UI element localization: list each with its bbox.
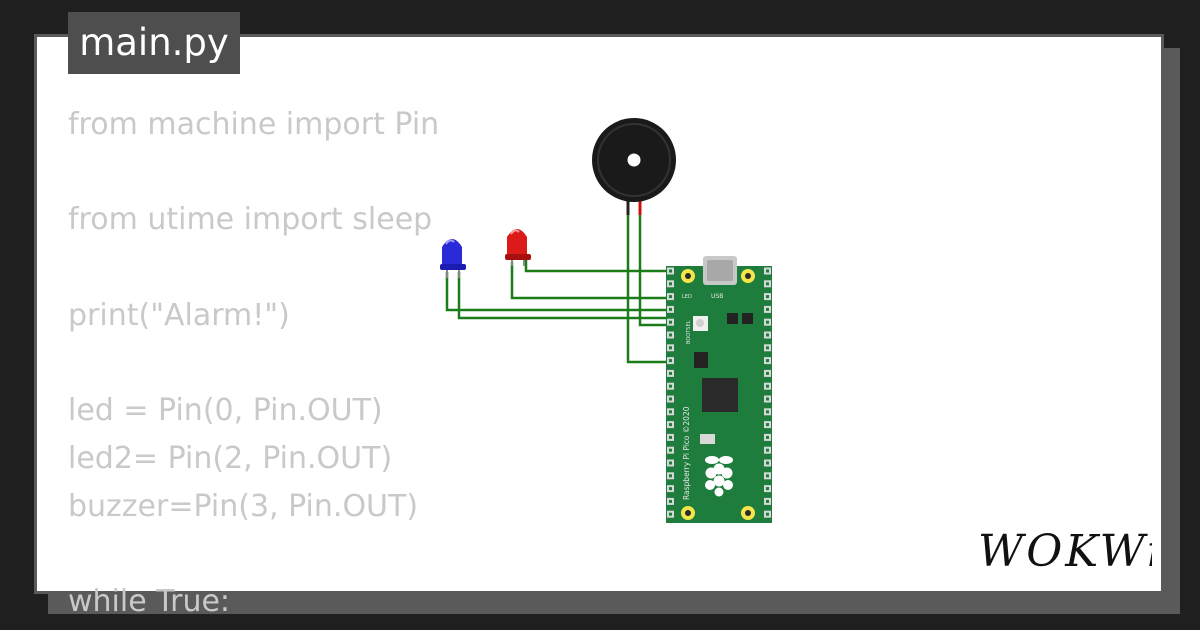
board-pin-hole (766, 435, 769, 439)
code-line: from utime import sleep (68, 202, 433, 238)
preview-card (34, 34, 1164, 594)
board-pin-hole (669, 371, 672, 375)
board-pin-hole (766, 423, 769, 427)
board-pin-hole (669, 474, 672, 478)
buzzer[interactable] (592, 118, 676, 215)
right-pin-header (764, 267, 771, 518)
board-pin-hole (766, 282, 769, 286)
board-pin-hole (766, 346, 769, 350)
board-pin-hole (766, 461, 769, 465)
board-pin-hole (669, 461, 672, 465)
code-line: print("Alarm!") (68, 297, 290, 333)
board-name: Raspberry Pi Pico ©2020 (682, 406, 691, 500)
board-pin-hole (669, 423, 672, 427)
board-pin-hole (766, 307, 769, 311)
board-pin-hole (669, 269, 672, 273)
code-line: led2= Pin(2, Pin.OUT) (68, 440, 393, 476)
logo-text: WOKWi (978, 526, 1152, 577)
board-pin-hole (669, 384, 672, 388)
board-pin-hole (766, 512, 769, 516)
code-line: from machine import Pin (68, 107, 440, 142)
board-pin-hole (669, 512, 672, 516)
board-pin-hole (669, 295, 672, 299)
wokwi-logo[interactable]: WOKWi (976, 522, 1152, 582)
left-pin-header (667, 267, 674, 518)
board-pin-hole (766, 474, 769, 478)
board-pin-hole (669, 359, 672, 363)
board-pin-hole (766, 320, 769, 324)
board-pin-hole (766, 410, 769, 414)
board-pin-hole (669, 333, 672, 337)
board-pin-hole (766, 397, 769, 401)
board-pin-hole (669, 282, 672, 286)
board-pin-hole (669, 397, 672, 401)
blue-led[interactable] (440, 239, 466, 278)
board-pin-hole (766, 333, 769, 337)
board-pin-hole (766, 371, 769, 375)
board-pin-hole (669, 487, 672, 491)
wires (445, 200, 668, 364)
wire-buzzer-positive (638, 200, 668, 327)
board-pin-hole (766, 487, 769, 491)
file-tab[interactable]: main.py (68, 12, 240, 74)
code-line: while True: (68, 583, 231, 619)
bootsel-label: BOOTSEL (686, 320, 692, 344)
red-led[interactable] (505, 229, 531, 266)
code-line: buzzer=Pin(3, Pin.OUT) (68, 488, 419, 524)
board-pin-hole (669, 435, 672, 439)
wire-red-led-cathode (510, 262, 668, 300)
rp2040-chip (702, 378, 738, 412)
code-line: led = Pin(0, Pin.OUT) (68, 393, 383, 429)
board-pin-hole (766, 359, 769, 363)
wire-blue-led-cathode (445, 272, 668, 312)
usb-label: USB (711, 293, 723, 300)
board-pin-hole (766, 269, 769, 273)
board-pin-hole (669, 410, 672, 414)
wire-blue-led-anode (457, 272, 668, 320)
led-label: LED (682, 294, 692, 300)
code-editor[interactable]: from machine import Pin from utime import… (68, 101, 439, 626)
board-pin-hole (766, 448, 769, 452)
raspberry-icon (705, 456, 733, 497)
board-pin-hole (669, 307, 672, 311)
board-pin-hole (766, 499, 769, 503)
board-pin-hole (669, 499, 672, 503)
wire-red-led-anode (519, 256, 668, 273)
board-pin-hole (766, 384, 769, 388)
wire-buzzer-negative (626, 200, 668, 364)
board-pin-hole (669, 346, 672, 350)
board-pin-hole (669, 448, 672, 452)
board-pin-hole (669, 320, 672, 324)
pico-board[interactable]: USB LED Raspberry Pi Pico ©2020 BOOTSEL (666, 256, 772, 523)
board-pin-hole (766, 295, 769, 299)
